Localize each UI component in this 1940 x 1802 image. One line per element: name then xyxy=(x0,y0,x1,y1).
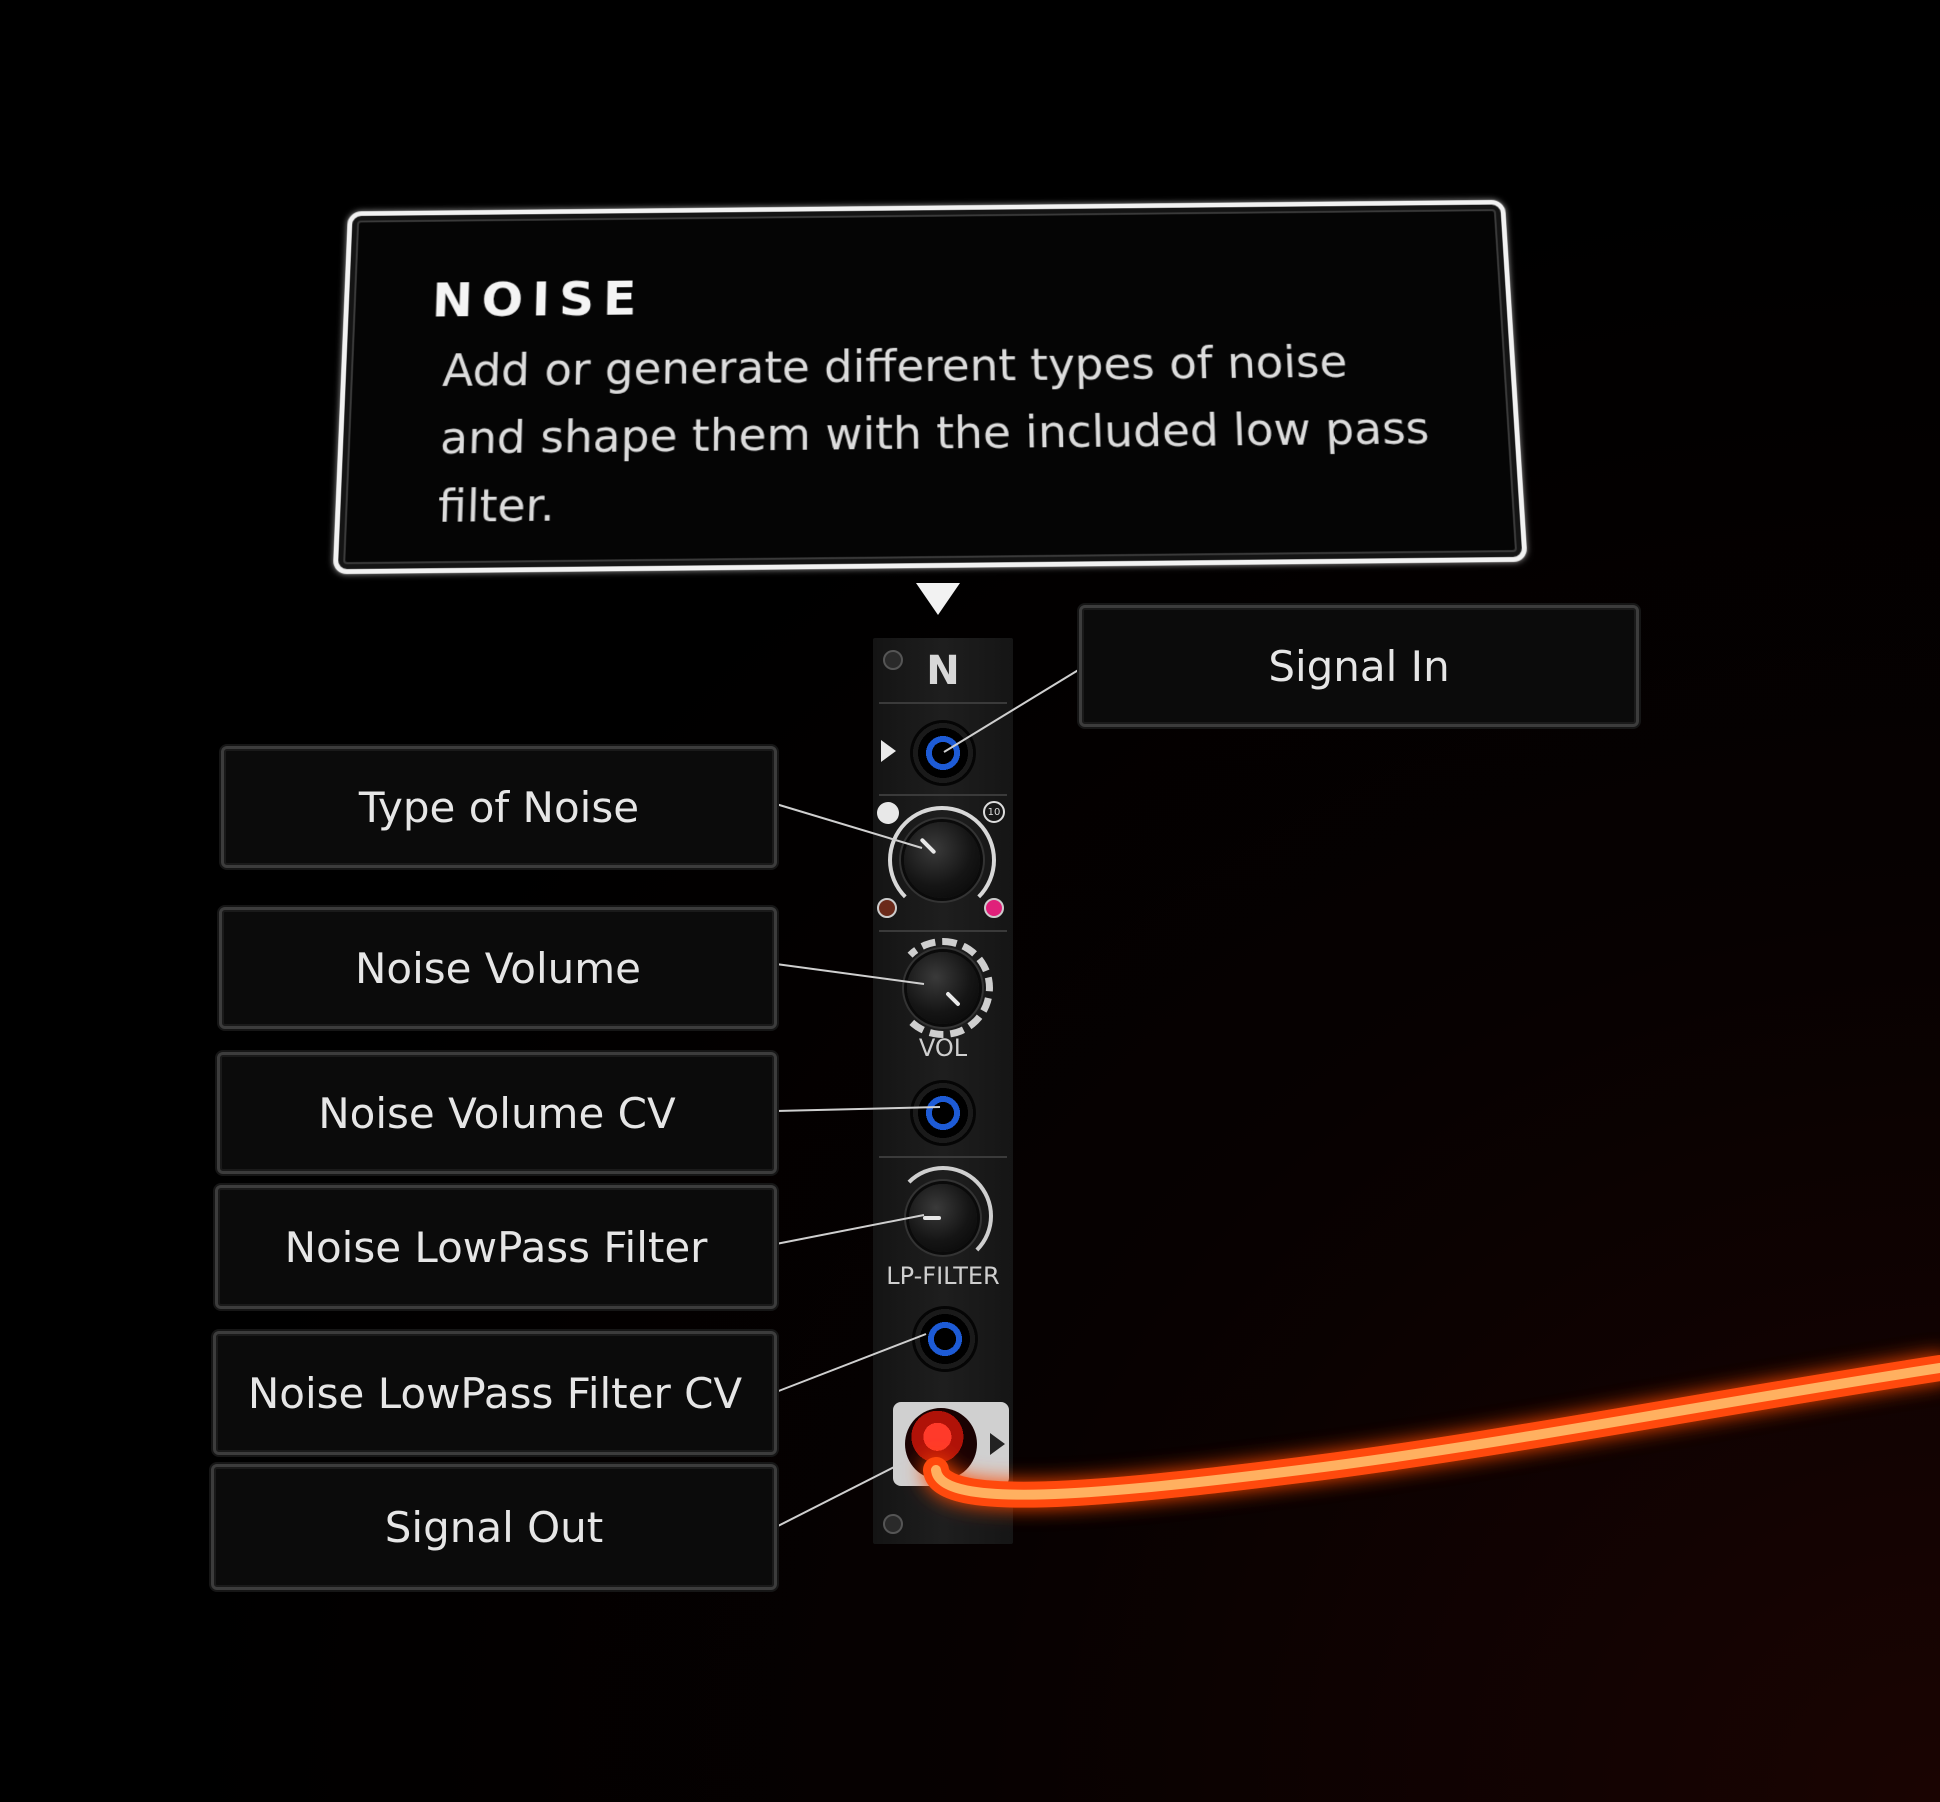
patch-cable-highlight xyxy=(931,1363,1940,1500)
noise-module-panel[interactable]: N 10 VOL LP-FILTER xyxy=(873,638,1013,1544)
knob-pointer xyxy=(923,1216,941,1220)
knob-pointer xyxy=(919,837,937,855)
output-arrow-icon xyxy=(990,1433,1005,1455)
knob-pointer xyxy=(945,991,961,1007)
panel-divider xyxy=(879,702,1007,704)
volume-scale-arc xyxy=(893,938,993,1038)
screw-icon xyxy=(883,1514,903,1534)
callout-signal-out[interactable]: Signal Out xyxy=(211,1464,777,1590)
noise-lowpass-filter-cv-jack[interactable] xyxy=(912,1306,978,1372)
noise-type-arc xyxy=(888,806,996,914)
type-of-noise-knob[interactable] xyxy=(904,822,980,898)
tooltip-pointer xyxy=(916,583,960,615)
filter-scale-arc xyxy=(893,1166,993,1266)
noise-type-brown-dot xyxy=(877,898,897,918)
panel-divider xyxy=(879,930,1007,932)
module-tooltip: NOISE Add or generate different types of… xyxy=(332,199,1528,575)
signal-out-jack[interactable] xyxy=(905,1408,977,1480)
module-letter: N xyxy=(926,648,960,694)
lp-filter-label: LP-FILTER xyxy=(886,1262,1000,1290)
noise-type-white-dot xyxy=(877,802,899,824)
callout-signal-in[interactable]: Signal In xyxy=(1079,605,1639,727)
panel-divider xyxy=(879,1156,1007,1158)
callout-noise-volume[interactable]: Noise Volume xyxy=(219,907,777,1029)
patch-cable[interactable] xyxy=(923,1355,1940,1508)
signal-in-jack[interactable] xyxy=(910,720,976,786)
tooltip-title: NOISE xyxy=(431,270,646,328)
input-arrow-icon xyxy=(881,740,896,762)
screw-icon xyxy=(883,650,903,670)
panel-divider xyxy=(879,794,1007,796)
vol-label: VOL xyxy=(918,1034,968,1062)
callout-type-of-noise[interactable]: Type of Noise xyxy=(221,746,777,868)
callout-noise-lowpass-filter-cv[interactable]: Noise LowPass Filter CV xyxy=(213,1331,777,1455)
tooltip-description: Add or generate different types of noise… xyxy=(437,335,1431,533)
noise-volume-knob[interactable] xyxy=(907,952,979,1024)
callout-noise-volume-cv[interactable]: Noise Volume CV xyxy=(217,1052,777,1174)
noise-type-index-badge: 10 xyxy=(983,801,1005,823)
noise-type-pink-dot xyxy=(984,898,1004,918)
callout-noise-lowpass-filter[interactable]: Noise LowPass Filter xyxy=(215,1185,777,1309)
noise-volume-cv-jack[interactable] xyxy=(910,1080,976,1146)
noise-lowpass-filter-knob[interactable] xyxy=(909,1184,977,1252)
